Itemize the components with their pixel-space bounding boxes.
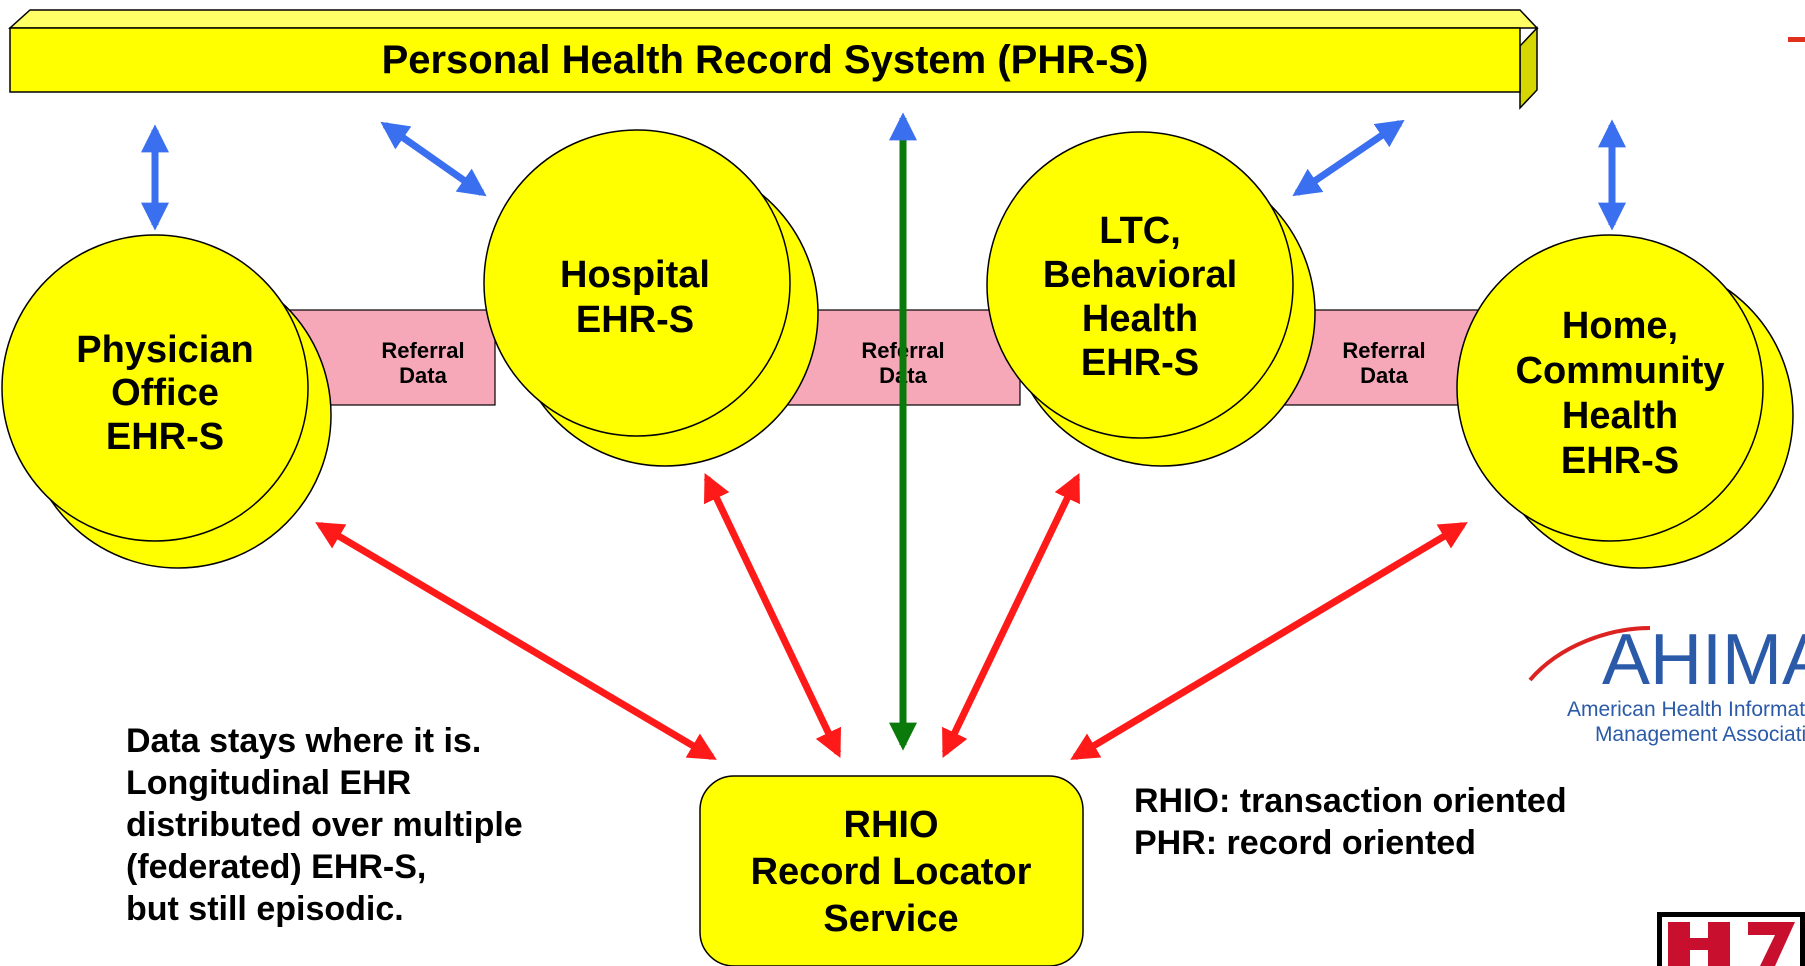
note-left-line: distributed over multiple — [126, 806, 523, 844]
svg-text:Referral: Referral — [381, 338, 464, 363]
svg-text:RHIO: RHIO — [844, 804, 939, 846]
svg-text:EHR-S: EHR-S — [106, 416, 224, 458]
svg-text:EHR-S: EHR-S — [1561, 440, 1679, 482]
phr-system-title: Personal Health Record System (PHR-S) — [382, 38, 1149, 82]
svg-text:Physician: Physician — [76, 329, 253, 371]
referral-label-right: Referral Data — [1342, 338, 1425, 388]
svg-text:Referral: Referral — [1342, 338, 1425, 363]
node-home-community: Home, Community Health EHR-S — [1456, 234, 1794, 569]
arrow-rhio-physician — [315, 521, 717, 761]
svg-text:Record Locator: Record Locator — [751, 851, 1032, 893]
hl7-logo — [1657, 912, 1805, 966]
rhio-record-locator-box: RHIO Record Locator Service — [699, 775, 1084, 966]
node-ltc-behavioral: LTC, Behavioral Health EHR-S — [986, 131, 1316, 467]
note-left-line: (federated) EHR-S, — [126, 848, 427, 886]
svg-text:Hospital: Hospital — [560, 254, 710, 296]
svg-text:Data: Data — [1360, 363, 1408, 388]
svg-text:Community: Community — [1516, 350, 1725, 392]
corner-mark — [1788, 37, 1805, 42]
svg-text:Data: Data — [399, 363, 447, 388]
svg-text:American Health Information: American Health Information — [1567, 698, 1805, 721]
svg-text:EHR-S: EHR-S — [1081, 342, 1199, 384]
svg-text:Health: Health — [1082, 298, 1198, 340]
node-hospital: Hospital EHR-S — [483, 129, 819, 467]
notes-right: RHIO: transaction oriented PHR: record o… — [1134, 780, 1567, 864]
svg-text:Behavioral: Behavioral — [1043, 254, 1237, 296]
note-left-line: Data stays where it is. — [126, 722, 482, 760]
arrow-rhio-home — [1070, 521, 1468, 761]
svg-text:Office: Office — [111, 372, 219, 414]
note-left-line: Longitudinal EHR — [126, 764, 412, 802]
note-right-line: RHIO: transaction oriented — [1134, 782, 1567, 820]
arrow-phr-ltc — [1292, 119, 1405, 197]
arrow-phr-hospital — [380, 121, 487, 197]
node-physician-office: Physician Office EHR-S — [1, 234, 332, 569]
svg-text:LTC,: LTC, — [1099, 210, 1181, 252]
svg-text:Home,: Home, — [1562, 305, 1678, 347]
referral-label-left: Referral Data — [381, 338, 464, 388]
note-right-line: PHR: record oriented — [1134, 824, 1476, 862]
arrow-rhio-ltc — [941, 472, 1081, 759]
svg-text:Health: Health — [1562, 395, 1678, 437]
notes-left: Data stays where it is. Longitudinal EHR… — [126, 720, 523, 930]
svg-text:Management Association®: Management Association® — [1595, 723, 1805, 746]
svg-text:EHR-S: EHR-S — [576, 299, 694, 341]
arrow-rhio-hospital — [703, 472, 842, 759]
phr-system-banner: Personal Health Record System (PHR-S) — [8, 9, 1539, 110]
svg-text:Service: Service — [823, 898, 958, 940]
note-left-line: but still episodic. — [126, 890, 404, 928]
